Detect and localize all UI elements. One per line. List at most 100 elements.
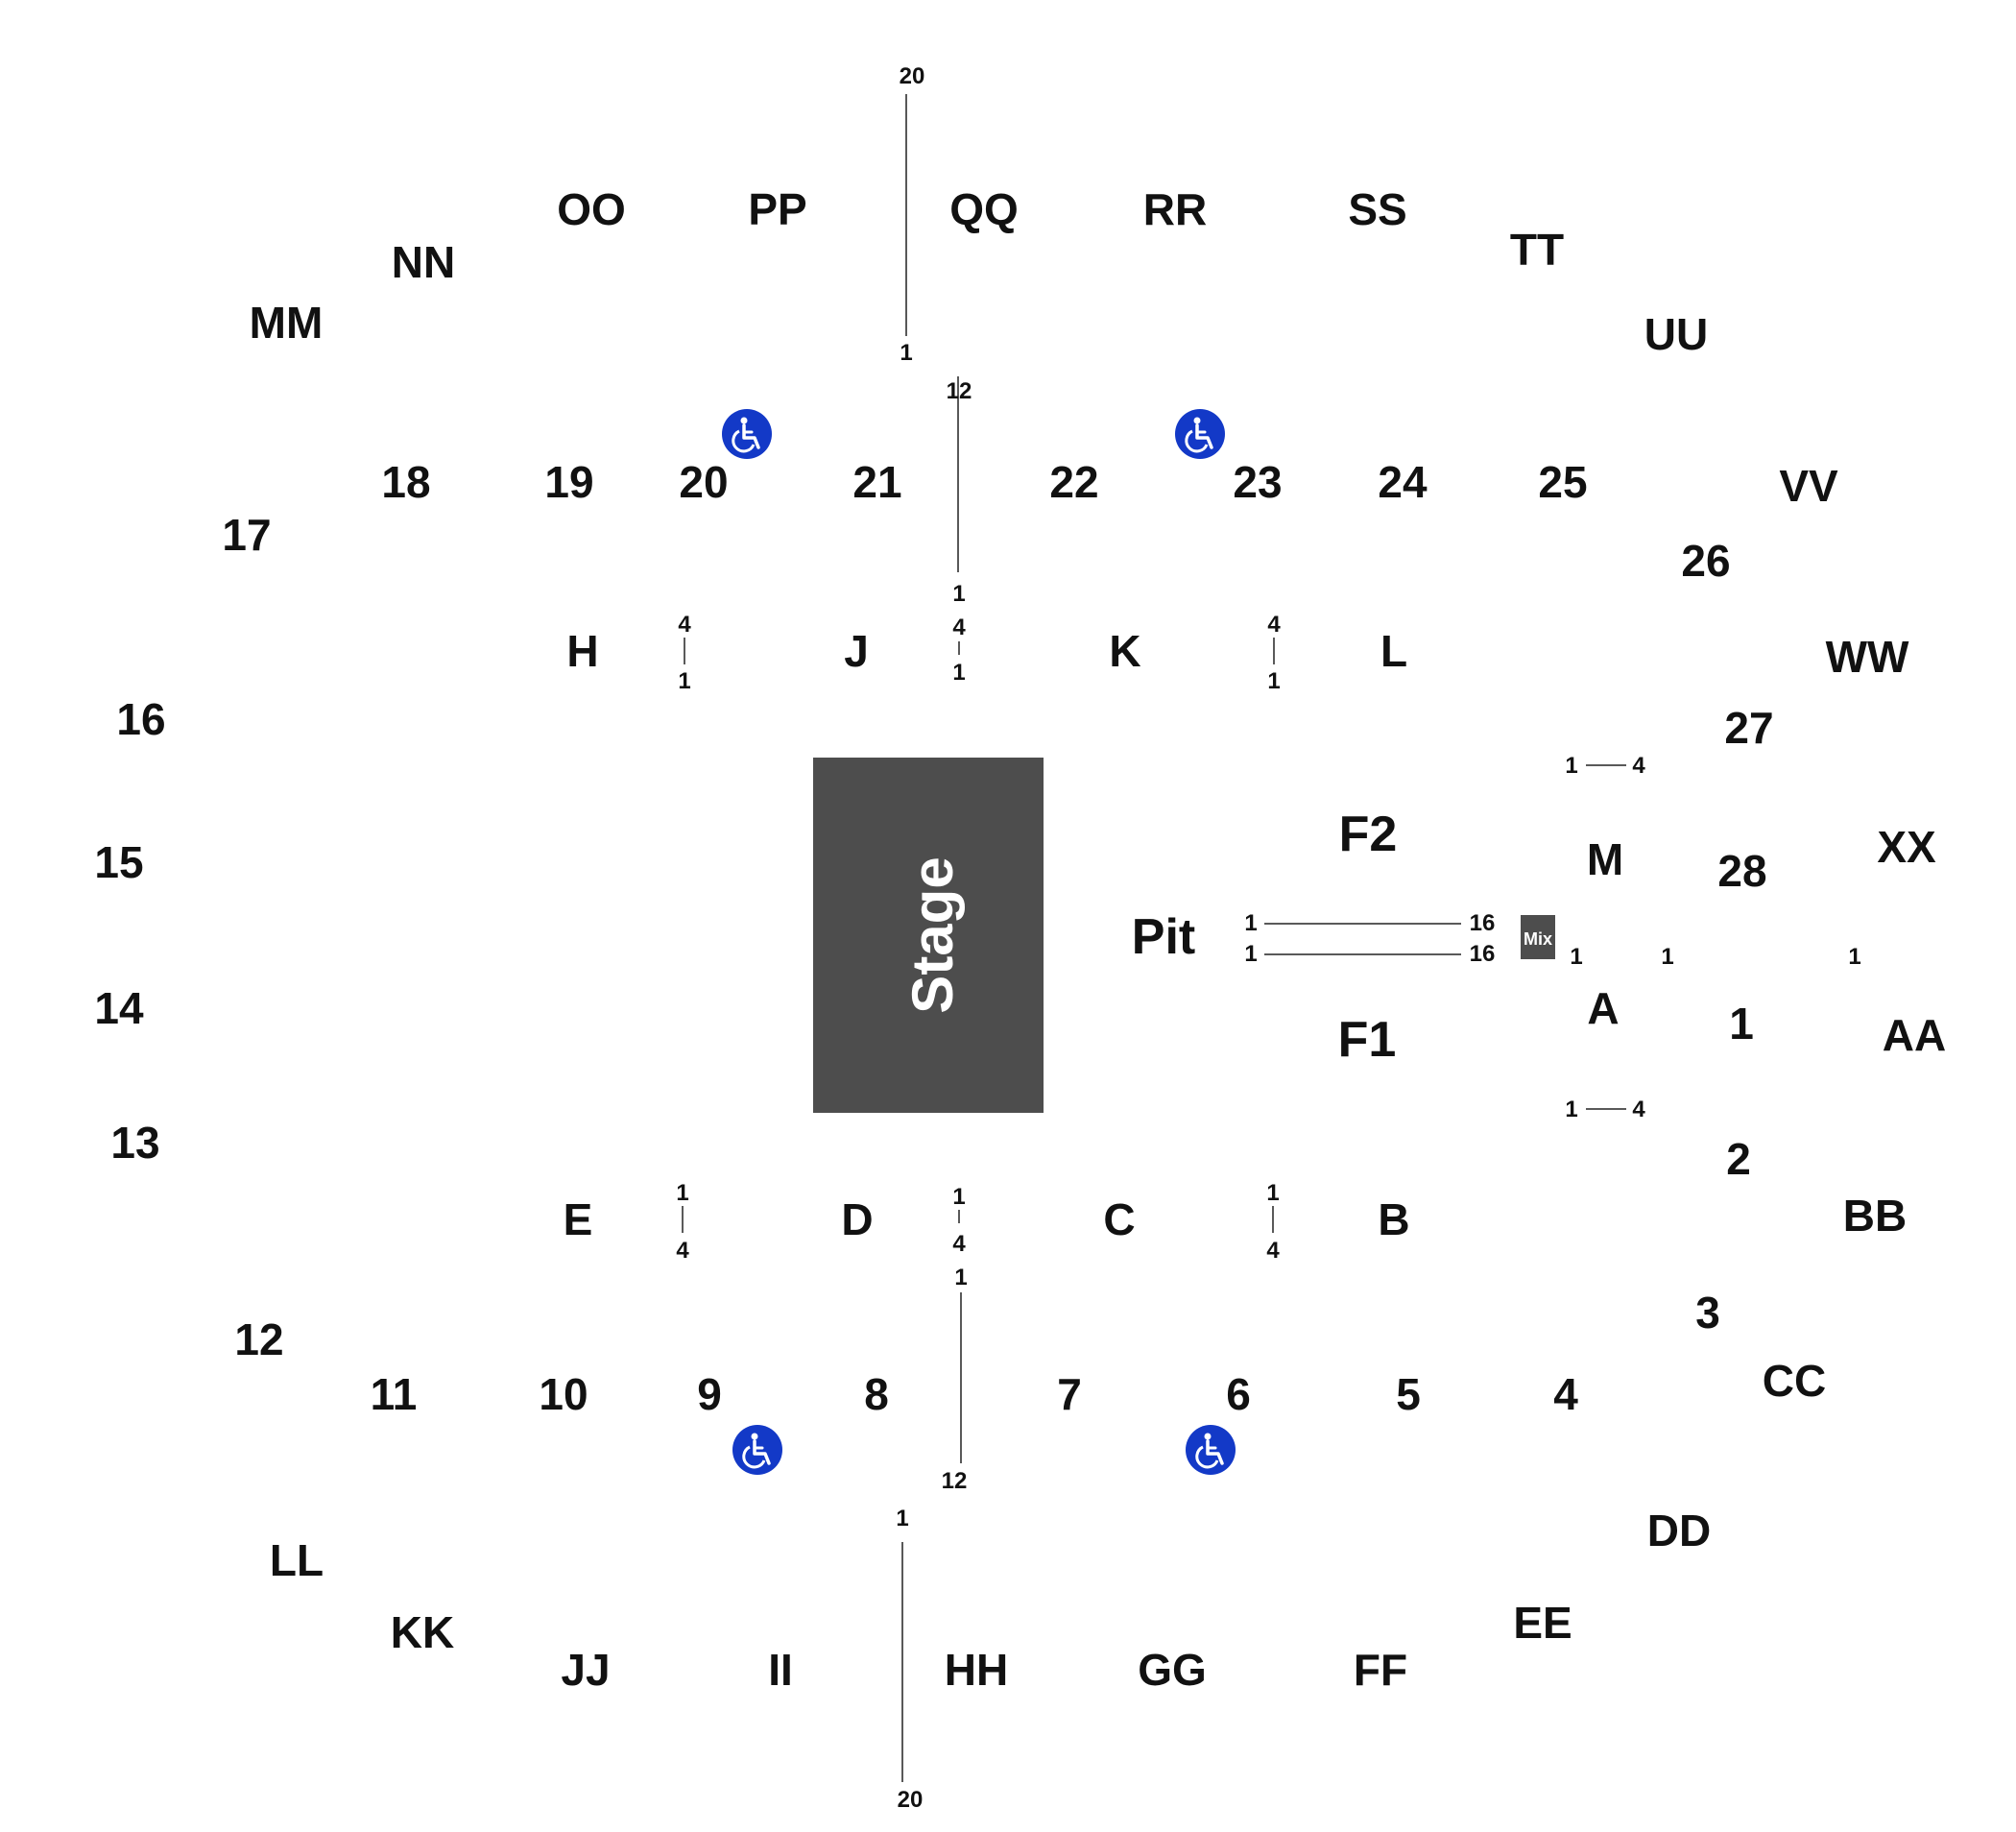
- section-16[interactable]: 16: [116, 694, 165, 744]
- section-20[interactable]: 20: [679, 457, 728, 507]
- row-number: 1: [952, 1184, 965, 1210]
- section-JJ[interactable]: JJ: [561, 1645, 610, 1695]
- section-A[interactable]: A: [1587, 983, 1619, 1033]
- wheelchair-icon[interactable]: [1175, 409, 1225, 459]
- row-number: 1: [1661, 944, 1673, 970]
- section-II[interactable]: II: [768, 1645, 793, 1695]
- row-number: 1: [952, 660, 965, 686]
- section-VV[interactable]: VV: [1779, 461, 1838, 511]
- section-UU[interactable]: UU: [1644, 309, 1708, 359]
- section-H[interactable]: H: [566, 626, 598, 676]
- row-number: 1: [1570, 944, 1582, 970]
- section-MM[interactable]: MM: [250, 298, 324, 348]
- section-NN[interactable]: NN: [392, 237, 455, 287]
- row-number: 1: [1565, 1097, 1577, 1122]
- section-CC[interactable]: CC: [1763, 1356, 1826, 1406]
- stage-block: [813, 758, 1044, 1113]
- section-3[interactable]: 3: [1695, 1288, 1720, 1338]
- section-QQ[interactable]: QQ: [949, 184, 1019, 234]
- section-23[interactable]: 23: [1233, 457, 1282, 507]
- section-5[interactable]: 5: [1396, 1369, 1421, 1419]
- wheelchair-icon[interactable]: [732, 1425, 782, 1475]
- section-22[interactable]: 22: [1049, 457, 1098, 507]
- section-XX[interactable]: XX: [1877, 822, 1936, 872]
- wheelchair-icon[interactable]: [722, 409, 772, 459]
- section-4[interactable]: 4: [1553, 1369, 1578, 1419]
- section-B[interactable]: B: [1378, 1194, 1409, 1244]
- section-24[interactable]: 24: [1378, 457, 1428, 507]
- row-number: 4: [678, 612, 691, 638]
- section-PP[interactable]: PP: [748, 184, 806, 234]
- section-14[interactable]: 14: [94, 983, 144, 1033]
- section-1[interactable]: 1: [1729, 999, 1754, 1049]
- mix-label: Mix: [1524, 929, 1552, 949]
- row-number: 1: [1565, 753, 1577, 779]
- section-13[interactable]: 13: [110, 1118, 159, 1168]
- section-RR[interactable]: RR: [1143, 184, 1207, 234]
- section-M[interactable]: M: [1587, 834, 1623, 884]
- section-9[interactable]: 9: [697, 1369, 722, 1419]
- section-EE[interactable]: EE: [1513, 1598, 1572, 1648]
- section-18[interactable]: 18: [381, 457, 430, 507]
- section-12[interactable]: 12: [234, 1314, 283, 1364]
- section-D[interactable]: D: [841, 1194, 873, 1244]
- section-28[interactable]: 28: [1717, 846, 1766, 896]
- row-number: 12: [942, 1468, 968, 1494]
- section-TT[interactable]: TT: [1510, 225, 1564, 275]
- section-26[interactable]: 26: [1681, 536, 1730, 586]
- wheelchair-icon[interactable]: [1186, 1425, 1236, 1475]
- section-7[interactable]: 7: [1057, 1369, 1082, 1419]
- section-HH[interactable]: HH: [945, 1645, 1008, 1695]
- section-FF[interactable]: FF: [1354, 1645, 1407, 1695]
- section-DD[interactable]: DD: [1647, 1506, 1711, 1555]
- row-number: 4: [1632, 1097, 1645, 1122]
- section-17[interactable]: 17: [222, 510, 271, 560]
- row-number: 4: [952, 615, 966, 640]
- mix-box: [1521, 915, 1555, 959]
- row-indicators: 20 1 12 1 4 1 4 1 4 1 1 4 1 4 1 4 1 12: [676, 63, 1860, 1813]
- section-6[interactable]: 6: [1226, 1369, 1251, 1419]
- row-number: 1: [1244, 941, 1257, 967]
- section-E[interactable]: E: [564, 1194, 593, 1244]
- section-L[interactable]: L: [1380, 626, 1407, 676]
- row-number: 16: [1470, 941, 1496, 967]
- section-OO[interactable]: OO: [557, 184, 626, 234]
- section-8[interactable]: 8: [864, 1369, 889, 1419]
- section-SS[interactable]: SS: [1348, 184, 1406, 234]
- section-WW[interactable]: WW: [1826, 632, 1909, 682]
- section-11[interactable]: 11: [371, 1369, 418, 1419]
- section-F1[interactable]: F1: [1338, 1012, 1397, 1068]
- section-K[interactable]: K: [1109, 626, 1140, 676]
- row-number: 1: [952, 581, 965, 607]
- row-number: 12: [947, 378, 972, 404]
- row-number: 4: [676, 1238, 689, 1264]
- section-pit[interactable]: Pit: [1132, 909, 1195, 965]
- section-25[interactable]: 25: [1538, 457, 1587, 507]
- section-BB[interactable]: BB: [1843, 1191, 1907, 1241]
- section-KK[interactable]: KK: [391, 1607, 454, 1657]
- section-2[interactable]: 2: [1726, 1134, 1751, 1184]
- row-number: 1: [896, 1506, 908, 1531]
- row-number: 20: [898, 1787, 924, 1813]
- row-number: 4: [952, 1231, 966, 1257]
- row-number: 1: [678, 668, 690, 694]
- row-number: 1: [1266, 1180, 1279, 1206]
- section-AA[interactable]: AA: [1883, 1010, 1946, 1060]
- section-15[interactable]: 15: [94, 837, 143, 887]
- section-27[interactable]: 27: [1724, 703, 1773, 753]
- row-number: 1: [900, 340, 912, 366]
- section-10[interactable]: 10: [539, 1369, 588, 1419]
- section-F2[interactable]: F2: [1339, 807, 1398, 862]
- row-number: 1: [954, 1265, 967, 1290]
- row-number: 4: [1266, 1238, 1280, 1264]
- section-GG[interactable]: GG: [1138, 1645, 1207, 1695]
- stage-label: Stage: [900, 856, 965, 1013]
- section-19[interactable]: 19: [544, 457, 593, 507]
- section-LL[interactable]: LL: [270, 1535, 324, 1585]
- section-C[interactable]: C: [1103, 1194, 1135, 1244]
- row-number: 1: [1244, 910, 1257, 936]
- row-number: 16: [1470, 910, 1496, 936]
- section-J[interactable]: J: [844, 626, 869, 676]
- section-21[interactable]: 21: [852, 457, 901, 507]
